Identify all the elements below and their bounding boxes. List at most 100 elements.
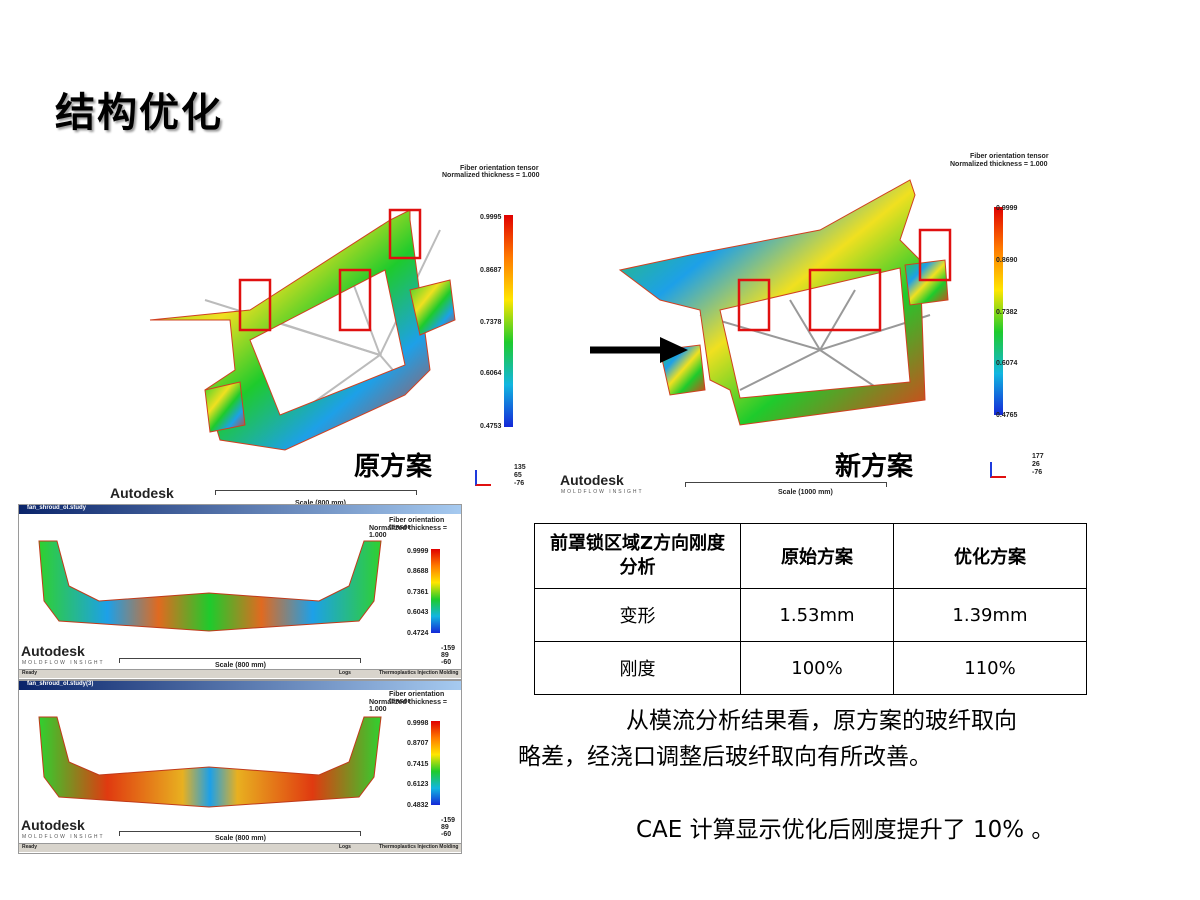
tick-label: 0.6123 — [407, 781, 429, 788]
status-bar: Ready Logs Thermoplastics Injection Mold… — [19, 669, 461, 678]
color-bar — [504, 215, 513, 427]
legend-subtitle: Normalized thickness = 1.000 — [950, 161, 1048, 168]
tick-label: 0.6064 — [480, 370, 502, 377]
part-contour-original — [149, 208, 456, 451]
autodesk-logo: Autodesk — [21, 817, 85, 833]
comparison-table: 前罩锁区域Z方向刚度分析 原始方案 优化方案 变形 1.53mm 1.39mm … — [534, 523, 1087, 695]
axis-triad-icon — [990, 462, 1006, 478]
front-contour-new — [38, 716, 382, 808]
legend-subtitle: Normalized thickness = 1.000 — [369, 525, 448, 539]
color-bar — [431, 721, 440, 805]
window-titlebar[interactable]: fan_shroud_ol.study — [19, 505, 461, 514]
tick-label: 0.8707 — [407, 740, 429, 747]
table-row: 变形 1.53mm 1.39mm — [534, 588, 1087, 642]
figure-original: Fiber orientation tensor Normalized thic… — [110, 150, 550, 500]
paragraph-line: 略差，经浇口调整后玻纤取向有所改善。 — [518, 744, 932, 770]
scale-label: Scale (800 mm) — [295, 500, 346, 507]
window-titlebar[interactable]: fan_shroud_ol.study(3) — [19, 681, 461, 690]
status-ready: Ready — [22, 844, 38, 850]
status-logs[interactable]: Logs — [339, 844, 351, 850]
window-title: fan_shroud_ol.study(3) — [27, 681, 94, 687]
legend-title: Fiber orientation tensor — [970, 153, 1049, 160]
axis-value: 26 — [1032, 461, 1040, 468]
status-bar: Ready Logs Thermoplastics Injection Mold… — [19, 843, 461, 852]
brand-subtitle: MOLDFLOW INSIGHT — [22, 834, 105, 840]
table-row: 刚度 100% 110% — [534, 641, 1087, 695]
tick-label: 0.8687 — [480, 267, 502, 274]
scale-label: Scale (1000 mm) — [778, 489, 833, 496]
figure-label-new: 新方案 — [835, 452, 914, 482]
axis-value: 177 — [1032, 453, 1044, 460]
legend-subtitle: Normalized thickness = 1.000 — [442, 172, 540, 179]
conclusion-paragraph-2: CAE 计算显示优化后刚度提升了 10% 。 — [636, 817, 1055, 843]
tick-label: 0.7378 — [480, 319, 502, 326]
legend-title: Fiber orientation tensor — [460, 165, 539, 172]
slide-title: 结构优化 — [55, 90, 223, 136]
axis-triad-icon — [475, 470, 491, 486]
scale-bar — [215, 490, 417, 495]
tick-label: 0.9998 — [407, 720, 429, 727]
scale-bar — [119, 831, 361, 836]
axis-value: -76 — [1032, 469, 1043, 476]
axis-value: -60 — [441, 659, 452, 666]
tick-label: 0.8690 — [996, 257, 1018, 264]
figure-label-original: 原方案 — [354, 452, 433, 482]
axis-value: -60 — [441, 831, 452, 838]
tick-label: 0.7361 — [407, 589, 429, 596]
brand-subtitle: MOLDFLOW INSIGHT — [22, 660, 105, 666]
autodesk-logo: Autodesk — [560, 472, 624, 488]
table-cell: 刚度 — [534, 641, 741, 695]
table-header-cell: 优化方案 — [893, 523, 1087, 589]
status-ready: Ready — [22, 670, 38, 676]
axis-value: 135 — [514, 464, 526, 471]
tick-label: 0.4753 — [480, 423, 502, 430]
status-logs[interactable]: Logs — [339, 670, 351, 676]
paragraph-line: 从模流分析结果看，原方案的玻纤取向 — [626, 708, 1017, 734]
table-header-cell: 原始方案 — [740, 523, 894, 589]
axis-value: -159 — [441, 645, 456, 652]
status-mode: Thermoplastics Injection Molding — [379, 844, 459, 850]
tick-label: 0.4765 — [996, 412, 1018, 419]
tick-label: 0.9999 — [996, 205, 1018, 212]
tick-label: 0.6074 — [996, 360, 1018, 367]
scale-bar — [119, 658, 361, 663]
tick-label: 0.4832 — [407, 802, 429, 809]
conclusion-paragraph-1: 从模流分析结果看，原方案的玻纤取向 略差，经浇口调整后玻纤取向有所改善。 — [518, 703, 1178, 775]
part-contour-new — [618, 179, 952, 426]
scale-label: Scale (800 mm) — [215, 835, 266, 842]
front-contour-original — [38, 540, 382, 632]
scale-bar — [685, 482, 887, 487]
table-cell: 100% — [740, 641, 894, 695]
table-cell: 1.39mm — [893, 588, 1087, 642]
tick-label: 0.8688 — [407, 568, 429, 575]
gate-arrow-icon — [590, 337, 688, 363]
window-title: fan_shroud_ol.study — [27, 505, 87, 511]
table-header-row: 前罩锁区域Z方向刚度分析 原始方案 优化方案 — [534, 523, 1087, 589]
legend-subtitle: Normalized thickness = 1.000 — [369, 699, 448, 713]
axis-value: 89 — [441, 824, 449, 831]
legend-title: Fiber orientation tensor — [389, 517, 445, 531]
axis-value: -159 — [441, 817, 456, 824]
tick-label: 0.6043 — [407, 609, 429, 616]
scale-label: Scale (800 mm) — [215, 662, 266, 669]
tick-label: 0.7415 — [407, 761, 429, 768]
table-cell: 110% — [893, 641, 1087, 695]
tick-label: 0.7382 — [996, 309, 1018, 316]
legend-title: Fiber orientation tensor — [389, 691, 445, 705]
axis-value: 65 — [514, 472, 522, 479]
tick-label: 0.4724 — [407, 630, 429, 637]
table-cell: 1.53mm — [740, 588, 894, 642]
autodesk-logo: Autodesk — [21, 643, 85, 659]
table-cell: 变形 — [534, 588, 741, 642]
table-header-cell: 前罩锁区域Z方向刚度分析 — [534, 523, 741, 589]
tick-label: 0.9999 — [407, 548, 429, 555]
figure-new: Fiber orientation tensor Normalized thic… — [590, 150, 1060, 500]
autodesk-logo: Autodesk — [110, 485, 174, 501]
result-window-original: fan_shroud_ol.study Fiber orientation te… — [18, 504, 462, 680]
color-bar — [994, 207, 1003, 415]
axis-value: 89 — [441, 652, 449, 659]
axis-value: -76 — [514, 480, 525, 487]
status-mode: Thermoplastics Injection Molding — [379, 670, 459, 676]
tick-label: 0.9995 — [480, 214, 502, 221]
color-bar — [431, 549, 440, 633]
